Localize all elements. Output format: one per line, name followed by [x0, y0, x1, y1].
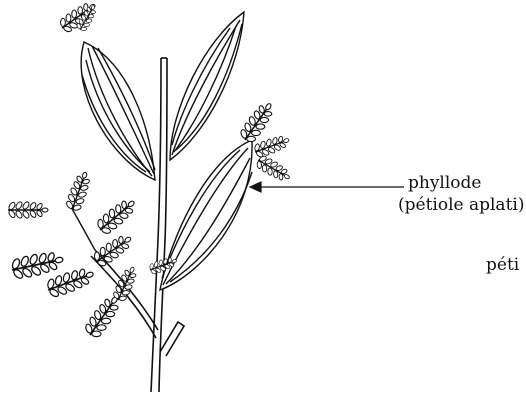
label-flattened-petiole: (pétiole aplati): [398, 197, 524, 214]
compound-leaf-left: [8, 169, 179, 341]
phyllode-pointer-arrow: [250, 182, 404, 192]
phyllode-top-right: [170, 12, 244, 160]
phyllode-labelled: [160, 140, 252, 290]
phyllode-top-left: [81, 42, 155, 180]
label-petiole-truncated: péti: [486, 257, 519, 274]
label-phyllode: phyllode: [408, 175, 482, 192]
